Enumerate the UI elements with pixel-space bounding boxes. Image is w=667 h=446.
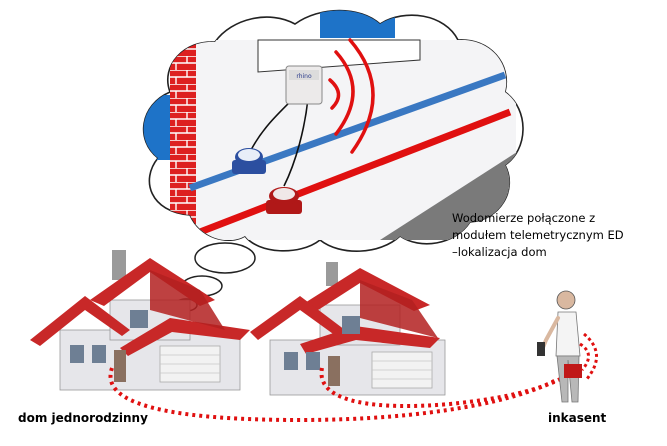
- description-text: Wodomierze połączone z modułem telemetry…: [452, 210, 652, 261]
- house-second-icon: [250, 262, 446, 396]
- water-meter-blue-icon: [232, 148, 266, 174]
- handheld-terminal-icon: [537, 342, 545, 356]
- blue-corner-top: [320, 10, 395, 38]
- house-single-family-icon: [30, 250, 250, 391]
- floor-slab: [380, 150, 520, 240]
- wire-red-meter: [283, 97, 309, 187]
- brick-wall: [170, 40, 196, 240]
- house-label: dom jednorodzinny: [18, 411, 148, 425]
- red-pipe: [198, 108, 512, 236]
- radio-link-dotted: [108, 367, 567, 423]
- module-brand: rhino: [296, 73, 312, 80]
- telemetry-module: rhino: [285, 65, 323, 105]
- description-line-1: Wodomierze połączone z: [452, 211, 596, 225]
- signal-waves-icon: [328, 38, 375, 154]
- meter-reader-person-icon: [537, 290, 598, 403]
- water-meter-red-icon: [266, 187, 302, 214]
- description-line-3: –lokalizacja dom: [452, 245, 547, 259]
- reader-label: inkasent: [548, 411, 607, 425]
- description-line-2: modułem telemetrycznym ED: [452, 228, 624, 242]
- thought-bubbles: [174, 242, 256, 312]
